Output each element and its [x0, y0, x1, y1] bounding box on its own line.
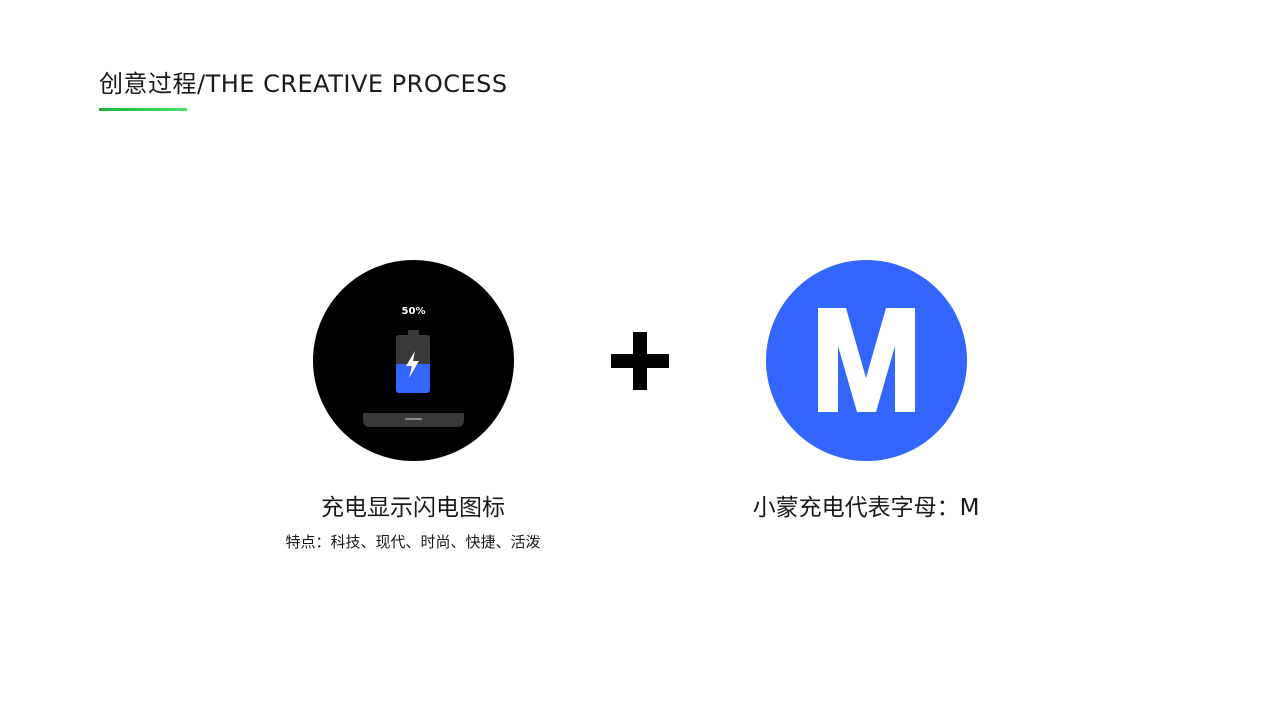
lightning-bolt-icon: [406, 351, 419, 378]
left-caption: 充电显示闪电图标: [321, 495, 505, 521]
right-caption: 小蒙充电代表字母：M: [752, 495, 980, 521]
battery-cap: [408, 330, 419, 336]
battery-fill: [396, 364, 430, 393]
plus-icon: [611, 332, 669, 390]
charging-battery-icon: 50%: [313, 260, 514, 461]
battery-percent: 50%: [401, 306, 426, 317]
title-underline: [99, 108, 187, 111]
page-title: 创意过程/THE CREATIVE PROCESS: [99, 70, 508, 98]
letter-m-icon: [766, 260, 967, 461]
battery-graphic: [363, 330, 464, 427]
letter-m-glyph: [818, 308, 915, 412]
charging-pad-slot: [405, 418, 422, 420]
left-subcaption: 特点：科技、现代、时尚、快捷、活泼: [285, 533, 541, 551]
letter-m-shape: [818, 308, 915, 412]
plus-horizontal-bar: [611, 354, 669, 368]
